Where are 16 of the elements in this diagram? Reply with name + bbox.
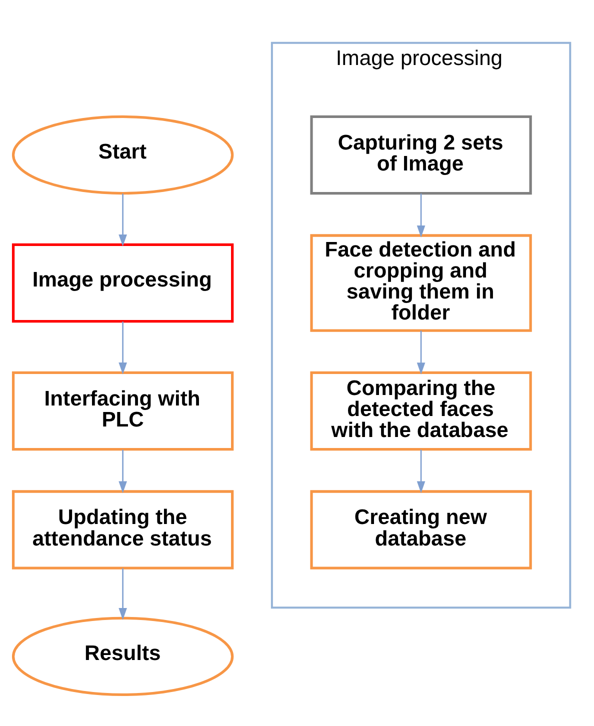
arrow [118, 568, 127, 620]
node-ellipse: Results [12, 616, 234, 696]
arrow [416, 449, 426, 493]
arrow [416, 330, 426, 374]
arrow [118, 449, 127, 493]
node-box: Comparing the detected faces with the database [310, 370, 532, 450]
node-box: Face detection and cropping and saving them in folder [310, 234, 532, 332]
arrow [416, 193, 426, 237]
node-box: Interfacing with PLC [12, 370, 234, 450]
node-box: Updating the attendance status [12, 490, 234, 569]
arrow [118, 321, 127, 374]
node-box: Capturing 2 sets of Image [310, 114, 532, 194]
arrow [118, 193, 127, 246]
node-box: Creating new database [310, 490, 532, 569]
node-ellipse: Start [12, 114, 234, 194]
node-box: Image processing [12, 242, 234, 322]
